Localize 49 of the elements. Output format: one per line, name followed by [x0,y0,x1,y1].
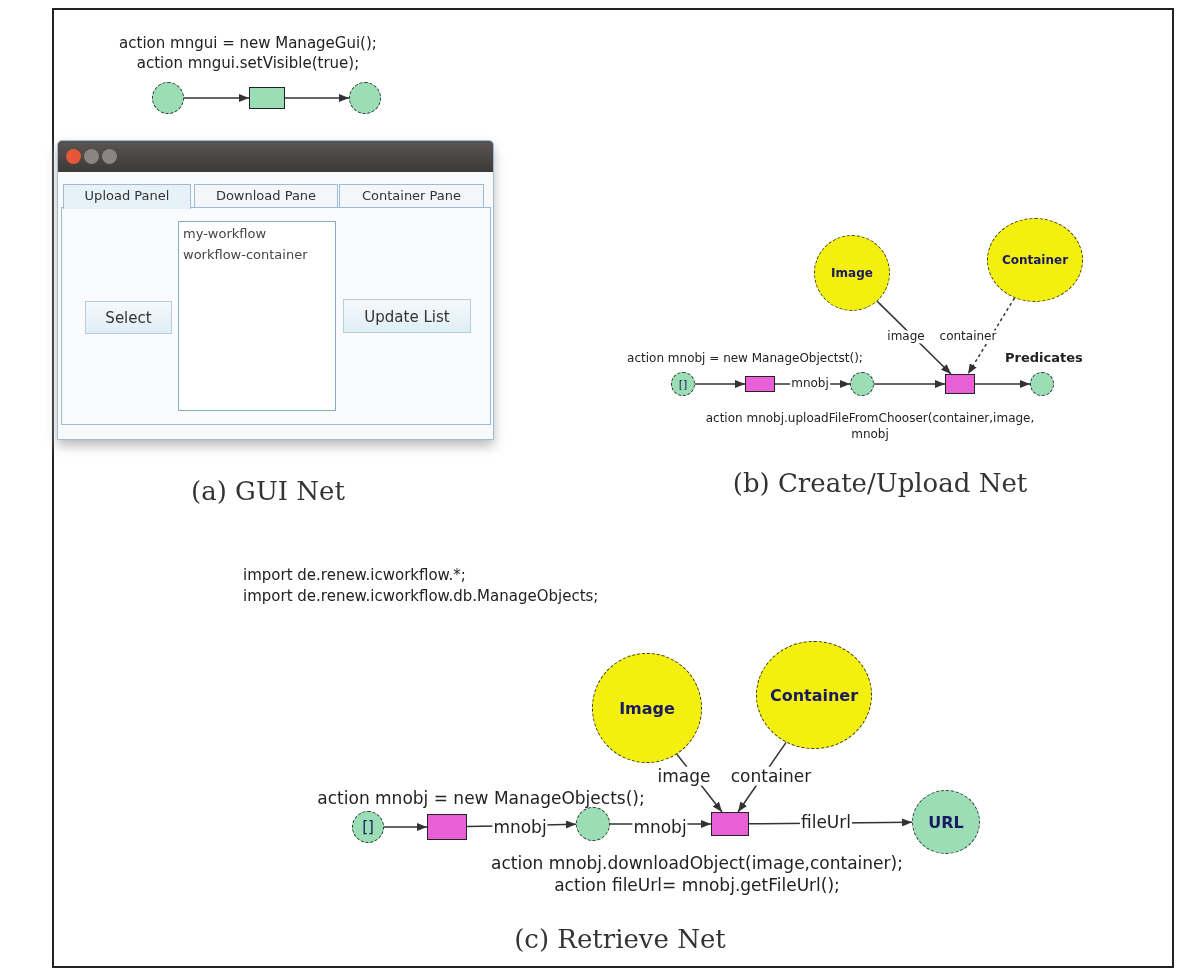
edge-label: container [938,330,998,344]
inscription-text: action mnobj = new ManageObjectst(); [626,351,864,367]
place-circle [850,372,874,396]
inscription-text: action mnobj = new ManageObjects(); [316,787,646,810]
edge-label: image [656,766,712,786]
edge-label: container [729,766,813,786]
place-circle: Container [756,641,872,749]
button: Update List [343,299,471,333]
import-declaration: import de.renew.icworkflow.db.ManageObjects; [243,587,599,605]
inscription-text: action mngui = new ManageGui(); action mngui.setVisible(true); [118,34,378,73]
subfigure-caption: (c) Retrieve Net [513,924,727,954]
arc-arrow [967,297,1016,375]
tab: Container Pane [339,184,484,207]
tab: Download Pane [194,184,338,207]
edge-label: mnobj [790,377,830,391]
transition-box [427,814,467,840]
place-circle: Image [814,235,890,311]
transition-box [711,812,749,836]
list-item: my-workflow [183,226,267,241]
list-item: workflow-container [183,247,308,262]
place-circle: [] [671,372,695,396]
import-declaration: import de.renew.icworkflow.*; [243,566,466,584]
inscription-text: action mnobj.downloadObject(image,container); action fileUrl= mnobj.getFileUrl(); [490,852,904,897]
arc-arrow [183,94,250,102]
button: Select [85,301,172,334]
arc-arrow [694,380,746,388]
subfigure-caption: (b) Create/Upload Net [731,468,1029,498]
place-circle [1030,372,1054,396]
place-label: Predicates [1005,350,1083,365]
transition-box [745,376,775,392]
inscription-text: action mnobj.uploadFileFromChooser(container,image, mnobj [705,411,1035,443]
place-circle: [] [352,811,384,843]
place-circle: Container [987,218,1083,302]
place-circle [152,82,184,114]
place-circle: Image [592,653,702,763]
place-circle [349,82,381,114]
transition-box [945,374,975,394]
edge-label: mnobj [632,817,688,837]
arc-arrow [284,94,350,102]
arc-arrow [873,380,946,388]
transition-box [249,87,285,109]
subfigure-caption: (a) GUI Net [190,476,346,506]
place-circle: URL [912,790,980,854]
place-circle [576,807,610,841]
edge-label: mnobj [492,817,548,837]
arc-arrow [383,823,428,831]
arc-arrow [974,380,1031,388]
tab: Upload Panel [63,184,191,209]
edge-label: image [886,330,926,344]
